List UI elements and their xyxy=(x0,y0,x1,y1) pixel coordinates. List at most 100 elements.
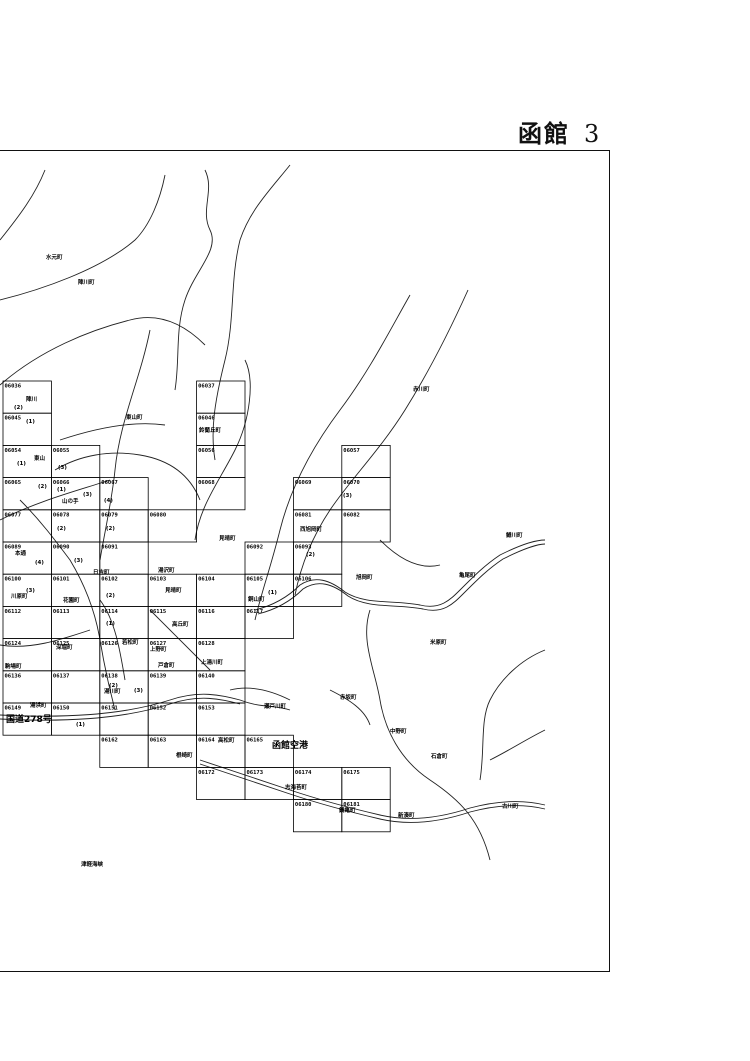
grid-cell-code: 06067 xyxy=(101,480,118,486)
place-labels: 水元町陣川町東山町陣川鈴蘭丘町赤川町東山山の手西旭岡町見晴町鱒川町本通日吉町湯沢… xyxy=(5,253,523,868)
grid-cell-code: 06127 xyxy=(150,641,167,647)
grid-cell-code: 06153 xyxy=(198,706,215,712)
place-label: 湯川町 xyxy=(104,687,121,695)
place-label: 川原町 xyxy=(10,592,28,600)
place-label: 陣川 xyxy=(26,395,38,403)
place-label: 旭岡町 xyxy=(355,573,373,581)
place-label: 若松町 xyxy=(122,638,139,646)
grid-cell-code: 06091 xyxy=(101,545,118,551)
grid-cell-code: 06113 xyxy=(53,609,70,615)
place-label: 陣川町 xyxy=(78,278,95,286)
place-label: 亀尾町 xyxy=(458,571,476,579)
place-label: 西旭岡町 xyxy=(300,525,323,533)
map-frame xyxy=(0,150,610,972)
grid-cell-code: 06117 xyxy=(247,609,264,615)
grid-cell-code: 06139 xyxy=(150,673,167,679)
grid-cell-code: 06106 xyxy=(295,577,312,583)
grid-cell-code: 06181 xyxy=(343,802,360,808)
grid-cell-code: 06114 xyxy=(101,609,118,615)
grid-cell-code: 06105 xyxy=(247,577,264,583)
place-label: 鈴蘭丘町 xyxy=(199,426,222,434)
grid-cell-code: 06090 xyxy=(53,545,70,551)
place-label: 深堀町 xyxy=(56,643,73,651)
place-label: 瀬戸川町 xyxy=(264,702,287,710)
grid-cell-code: 06068 xyxy=(198,480,215,486)
grid-cell-code: 06057 xyxy=(343,448,360,454)
grid-cell-code: 06128 xyxy=(198,641,215,647)
grid-cell-code: 06124 xyxy=(5,641,22,647)
grid-cell[interactable] xyxy=(147,509,197,543)
subsection-label: (1) xyxy=(57,487,66,493)
grid-cell-code: 06116 xyxy=(198,609,215,615)
grid-cell-code: 06056 xyxy=(198,448,215,454)
place-label: 赤川町 xyxy=(413,385,430,393)
place-label: 高松町 xyxy=(218,736,235,744)
grid-cell-code: 06136 xyxy=(5,673,22,679)
grid-cell-code: 06079 xyxy=(101,512,118,518)
grid-cell-code: 06164 xyxy=(198,738,215,744)
page-number: 3 xyxy=(584,120,602,148)
grid-cell-code: 06173 xyxy=(247,770,264,776)
grid-cell-code: 06115 xyxy=(150,609,167,615)
grid-cell-code: 06165 xyxy=(247,738,264,744)
place-label: 新湊町 xyxy=(398,811,415,819)
grid-cell[interactable] xyxy=(341,509,391,543)
grid-cell-code: 06103 xyxy=(150,577,167,583)
grid-cell-code: 06070 xyxy=(343,480,360,486)
grid-cell[interactable] xyxy=(292,573,343,607)
place-label: 銭亀町 xyxy=(338,806,356,814)
grid-cell-code: 06077 xyxy=(5,512,22,518)
grid-cell[interactable] xyxy=(244,606,294,640)
grid-cell-code: 06080 xyxy=(150,512,167,518)
place-label: 根崎町 xyxy=(176,751,193,759)
grid-cell-code: 06066 xyxy=(53,480,70,486)
place-label: 見晴町 xyxy=(164,586,182,594)
grid-cell-code: 06054 xyxy=(5,448,22,454)
place-label: 駒場町 xyxy=(5,662,22,670)
grid-cell-code: 06180 xyxy=(295,802,312,808)
place-label: 日吉町 xyxy=(93,568,110,576)
grid-cell-code: 06089 xyxy=(5,545,22,551)
place-label: 鱒川町 xyxy=(505,531,523,539)
grid-cell-code: 06137 xyxy=(53,673,70,679)
place-label: 山の手 xyxy=(62,497,79,505)
grid-cell-code: 06126 xyxy=(101,641,118,647)
place-label: 高丘町 xyxy=(172,620,189,628)
subsection-label: (2) xyxy=(14,405,23,411)
subsection-label: (3) xyxy=(26,588,35,594)
subsection-label: (1) xyxy=(76,722,85,728)
place-label: 津軽海峡 xyxy=(81,860,104,868)
grid-cell-code: 06162 xyxy=(101,738,118,744)
place-label: 志海苔町 xyxy=(285,783,308,791)
grid-cell-code: 06045 xyxy=(5,416,22,422)
grid-cell-code: 06102 xyxy=(101,577,118,583)
subsection-label: (1) xyxy=(106,621,115,627)
subsection-label: (1) xyxy=(268,590,277,596)
place-label: 中野町 xyxy=(390,727,407,735)
subsection-label: (2) xyxy=(106,526,115,532)
subsection-label: (3) xyxy=(343,493,352,499)
grid-cell-code: 06081 xyxy=(295,512,312,518)
subsection-label: (3) xyxy=(83,492,92,498)
grid-cell-code: 06152 xyxy=(150,706,167,712)
grid-cell-code: 06112 xyxy=(5,609,22,615)
place-label: 石倉町 xyxy=(430,752,448,760)
subsection-label: (4) xyxy=(35,560,44,566)
grid-cell-code: 06140 xyxy=(198,673,215,679)
grid-cell-code: 06175 xyxy=(343,770,360,776)
grid-cell[interactable] xyxy=(341,799,391,833)
place-label: 古川町 xyxy=(502,802,519,810)
grid-cell-code: 06078 xyxy=(53,512,70,518)
place-label: 花園町 xyxy=(63,596,80,604)
subsection-label: (2) xyxy=(106,593,115,599)
place-label: 本通 xyxy=(15,549,27,557)
grid-cell-code: 06069 xyxy=(295,480,312,486)
subsection-label: (2) xyxy=(57,526,66,532)
place-label: 米原町 xyxy=(430,638,447,646)
grid-cell-code: 06055 xyxy=(53,448,70,454)
grid-cell[interactable] xyxy=(196,477,246,511)
subsection-label: (2) xyxy=(306,552,315,558)
